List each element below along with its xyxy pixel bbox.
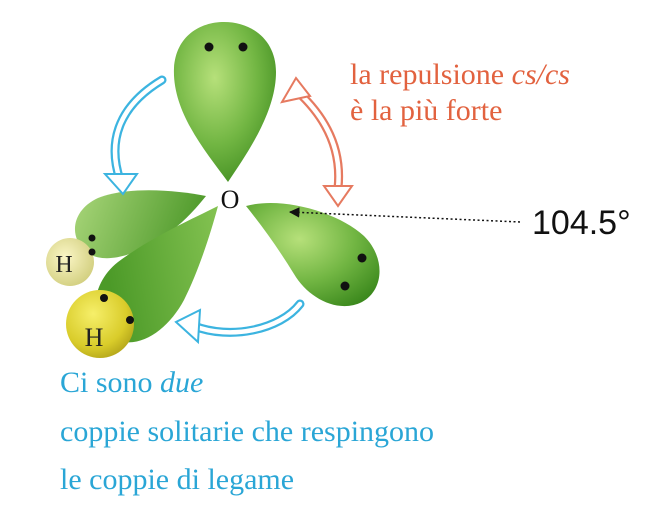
bond-lobe-upper: [74, 190, 206, 259]
electron-dot: [88, 234, 96, 242]
blue-note-line-1: Ci sono due: [60, 366, 203, 399]
electron-dot: [126, 316, 134, 324]
hydrogen-label-bottom: H: [85, 323, 104, 352]
blue-repulsion-arrow-bottom: [174, 299, 305, 345]
lone-pair-lobe-top: [173, 22, 276, 182]
electron-dot: [88, 248, 96, 256]
hydrogen-atom-top: [46, 238, 94, 286]
blue-repulsion-arrow-left: [102, 75, 167, 196]
oxygen-label: O: [221, 185, 240, 214]
red-note-line-2: è la più forte: [350, 94, 502, 127]
electron-dot: [204, 42, 214, 52]
blue-note-line-3: le coppie di legame: [60, 463, 294, 496]
lone-pair-lobe-right: [246, 202, 380, 307]
electron-dot: [357, 253, 367, 263]
blue-note-line-2: coppie solitarie che respingono: [60, 415, 434, 448]
hydrogen-atom-bottom: [66, 290, 134, 358]
hydrogen-label-top: H: [55, 252, 72, 278]
electron-dot: [238, 42, 248, 52]
angle-label: 104.5°: [532, 204, 631, 242]
electron-dot: [340, 281, 350, 291]
electron-dot: [100, 294, 108, 302]
red-repulsion-double-arrow: [279, 76, 354, 208]
red-note-line-1: la repulsione cs/cs: [350, 58, 570, 91]
